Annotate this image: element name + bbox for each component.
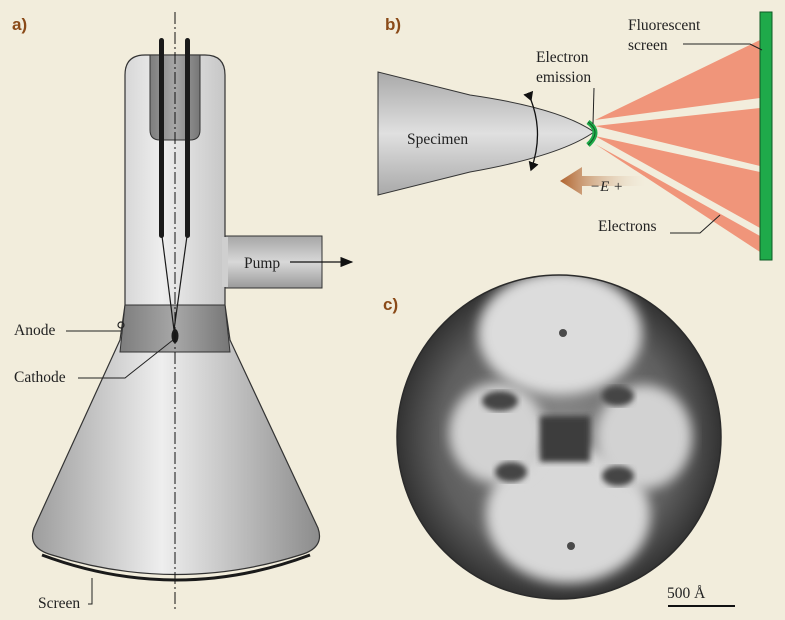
lead-wire-left [159,38,164,238]
field-arrow [560,167,645,195]
phosphor-screen [41,553,311,582]
panel-a-letter: a) [12,15,27,34]
field-label: −E + [590,179,623,195]
cathode-leader [78,339,174,379]
emission-label-line2: emission [536,69,591,86]
fluorescent-label-line2: screen [628,37,668,54]
screen-label: Screen [38,595,80,612]
anode-terminal [117,321,125,329]
pump-label: Pump [244,255,280,272]
emission-leader [592,87,595,125]
lobe-left [449,383,545,483]
fluorescent-screen [759,11,773,261]
pattern-rim [396,274,722,600]
center-square [540,416,590,462]
dark-spot-ur [602,386,634,406]
dark-spot-ll [495,462,527,482]
fluorescent-leader [683,43,763,51]
panel-a: a) Pump Anode Cathode Screen [12,12,354,612]
cathode-label: Cathode [14,369,66,386]
emission-cap-outline [587,121,596,146]
panel-c: c) 500 Å [383,274,735,607]
dot-bottom [567,542,575,550]
electron-cone-2 [595,108,760,166]
panel-c-letter: c) [383,295,398,314]
panel-b: b) −E + Fluorescent screen Electron emis… [377,11,773,261]
field-emission-pattern [396,274,722,600]
dark-spot-ul [482,391,518,411]
electron-cone-4 [595,144,760,252]
dark-spot-lr [602,466,634,486]
pattern-features [449,275,692,583]
screen-leader [88,578,93,605]
anode-label: Anode [14,322,55,339]
dot-top [559,329,567,337]
electrons-label: Electrons [598,218,657,235]
electron-cone-3 [595,136,760,228]
fluorescent-label-line1: Fluorescent [628,17,701,34]
scale-bar-label: 500 Å [667,585,706,602]
field-arc [523,90,539,172]
panel-b-letter: b) [385,15,401,34]
electron-cone-1 [595,40,760,120]
emission-label-line1: Electron [536,49,589,66]
electrons-leader [670,214,721,234]
pump-joint [222,237,228,287]
lobe-right [596,385,692,489]
lead-wire-right [185,38,190,238]
specimen-label: Specimen [407,131,468,148]
